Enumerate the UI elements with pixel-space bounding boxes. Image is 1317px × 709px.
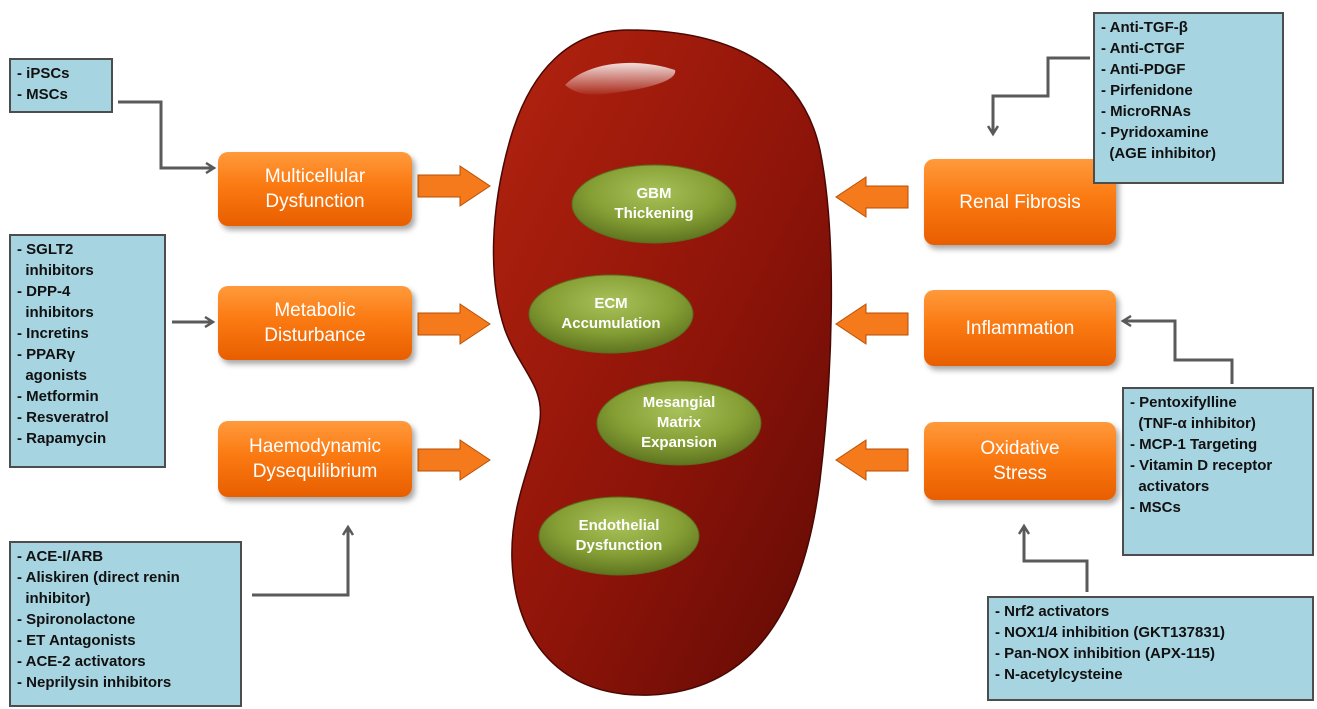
therapy-item: - MCP-1 Targeting <box>1130 436 1258 453</box>
mechanism-multicellular: Multicellular Dysfunction <box>218 152 412 226</box>
therapy-item: - Pyridoxamine <box>1101 124 1209 141</box>
arrow-inflammation <box>835 303 909 345</box>
therapy-item: - iPSCs <box>17 65 70 82</box>
connector-fibrosis <box>993 56 1090 133</box>
mechanism-inflammation: Inflammation <box>924 290 1116 366</box>
kidney-highlight <box>565 62 676 95</box>
therapy-item: - ET Antagonists <box>17 632 136 649</box>
mechanism-multicellular-label: Multicellular Dysfunction <box>264 166 366 212</box>
therapy-item: - NOX1/4 inhibition (GKT137831) <box>995 624 1226 641</box>
mesangial-ellipse <box>596 380 762 466</box>
therapy-item: - Aliskiren (direct renin <box>17 569 180 586</box>
therapy-item: - Pan-NOX inhibition (APX-115) <box>995 645 1216 662</box>
therapy-item: (TNF-α inhibitor) <box>1130 415 1256 432</box>
therapy-box-inflammation: - Pentoxifylline (TNF-α inhibitor) - MCP… <box>1122 387 1314 556</box>
therapy-item: - Vitamin D receptor <box>1130 457 1273 474</box>
therapy-item: - Rapamycin <box>17 430 107 447</box>
mechanism-renal-fibrosis-label: Renal Fibrosis <box>959 191 1081 213</box>
mechanism-inflammation-label: Inflammation <box>965 317 1075 339</box>
endothelial-ellipse <box>538 496 700 576</box>
ecm-ellipse <box>528 274 694 354</box>
therapy-item: - Anti-CTGF <box>1101 40 1185 57</box>
therapy-item: (AGE inhibitor) <box>1101 145 1216 162</box>
therapy-item: - Anti-PDGF <box>1101 61 1186 78</box>
therapy-item: - Metformin <box>17 388 99 405</box>
therapy-item: - Pentoxifylline <box>1130 394 1237 411</box>
therapy-item: - Neprilysin inhibitors <box>17 674 172 691</box>
therapy-item: - N-acetylcysteine <box>995 666 1123 683</box>
arrow-multicellular <box>417 165 491 207</box>
therapy-item: inhibitors <box>17 262 94 279</box>
therapy-item: - Nrf2 activators <box>995 603 1110 620</box>
therapy-item: - MSCs <box>1130 499 1181 516</box>
mechanism-metabolic-label: Metabolic Disturbance <box>264 300 366 346</box>
therapy-item: - Spironolactone <box>17 611 136 628</box>
therapy-item: - ACE-2 activators <box>17 653 146 670</box>
arrow-fibrosis <box>835 176 909 218</box>
therapy-item: - MSCs <box>17 86 68 103</box>
arrow-metabolic <box>417 303 491 345</box>
therapy-item: - MicroRNAs <box>1101 103 1192 120</box>
connector-stemcells <box>118 100 213 168</box>
gbm-ellipse <box>571 164 737 244</box>
mechanism-haemodynamic-label: Haemodynamic Dysequilibrium <box>249 436 381 482</box>
therapy-item: - Incretins <box>17 325 89 342</box>
therapy-box-metabolic: - SGLT2 inhibitors - DPP-4 inhibitors - … <box>9 234 166 468</box>
therapy-item: - ACE-I/ARB <box>17 548 104 565</box>
therapy-item: agonists <box>17 367 88 384</box>
arrow-haemodynamic <box>417 439 491 481</box>
pathology-mesangial: Mesangial Matrix Expansion <box>641 394 717 451</box>
pathology-ecm: ECM Accumulation <box>561 295 661 332</box>
therapy-box-oxidative: - Nrf2 activators - NOX1/4 inhibition (G… <box>987 596 1314 701</box>
connector-haemodynamic <box>252 528 348 597</box>
therapy-item: inhibitor) <box>17 590 91 607</box>
connector-oxidative <box>1024 527 1089 592</box>
connector-inflammation <box>1124 321 1234 384</box>
therapy-item: - DPP-4 <box>17 283 71 300</box>
mechanism-haemodynamic: Haemodynamic Dysequilibrium <box>218 421 412 497</box>
therapy-box-haemodynamic: - ACE-I/ARB - Aliskiren (direct renin in… <box>9 541 242 707</box>
therapy-box-stem-cells: - iPSCs - MSCs <box>9 58 113 113</box>
therapy-box-fibrosis: - Anti-TGF-β - Anti-CTGF - Anti-PDGF - P… <box>1093 12 1284 184</box>
mechanism-renal-fibrosis: Renal Fibrosis <box>924 159 1116 245</box>
pathology-endothelial: Endothelial Dysfunction <box>575 517 663 554</box>
mechanism-metabolic: Metabolic Disturbance <box>218 286 412 360</box>
mechanism-oxidative-label: Oxidative Stress <box>980 438 1060 484</box>
kidney-shape <box>492 29 833 696</box>
therapy-item: - Resveratrol <box>17 409 109 426</box>
mechanism-oxidative: Oxidative Stress <box>924 422 1116 500</box>
therapy-item: - PPARγ <box>17 346 76 363</box>
arrow-oxidative <box>835 439 909 481</box>
therapy-item: inhibitors <box>17 304 94 321</box>
therapy-item: - Anti-TGF-β <box>1101 19 1188 36</box>
therapy-item: - Pirfenidone <box>1101 82 1193 99</box>
therapy-item: - SGLT2 <box>17 241 74 258</box>
pathology-gbm: GBM Thickening <box>614 185 694 222</box>
therapy-item: activators <box>1130 478 1210 495</box>
